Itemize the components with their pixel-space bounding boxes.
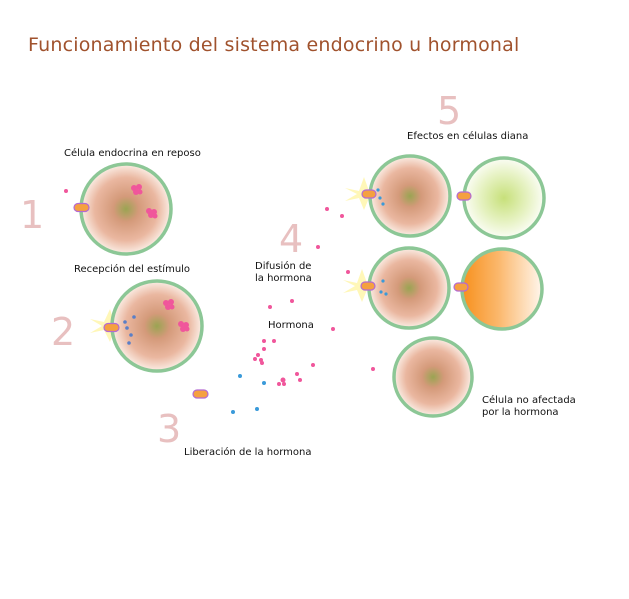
resting-endocrine-cell (64, 162, 173, 256)
receptor-icon (192, 389, 209, 399)
unaffected-label-line2: por la hormona (482, 407, 559, 418)
page-title: Funcionamiento del sistema endocrino u h… (28, 34, 520, 56)
hormone-label: Hormona (268, 320, 314, 331)
target-cell-middle (343, 246, 451, 330)
resting-cell-label: Célula endocrina en reposo (64, 148, 201, 159)
step-number-1: 1 (20, 193, 45, 237)
stimulated-endocrine-cell (90, 279, 204, 373)
release-label: Liberación de la hormona (184, 447, 312, 458)
unaffected-label-line1: Célula no afectada (482, 395, 576, 406)
step-number-2: 2 (51, 310, 76, 354)
diffusion-label-line1: Difusión de (255, 261, 312, 272)
stimulus-label: Recepción del estímulo (74, 264, 191, 275)
vesicle-cluster (131, 184, 158, 219)
receptor-icon (361, 189, 377, 199)
step-number-3: 3 (157, 407, 182, 451)
hormone-dots (253, 207, 375, 386)
effects-label: Efectos en células diana (407, 131, 529, 142)
signal-dots (123, 315, 136, 345)
hormone-release (192, 374, 266, 414)
receptor-icon (456, 191, 472, 201)
receptor-icon (103, 322, 120, 333)
receptor-icon (360, 281, 376, 291)
unaffected-cell (392, 336, 474, 418)
diffusion-label-line2: la hormona (255, 273, 312, 284)
target-cell-top (345, 154, 452, 238)
effect-cell-orange (453, 247, 544, 331)
receptor-icon (453, 282, 469, 292)
vesicle-cluster (163, 299, 190, 332)
receptor-icon (73, 202, 90, 213)
blue-signal-dots (231, 374, 266, 414)
effect-cell-green (456, 156, 546, 240)
step-number-5: 5 (437, 89, 462, 133)
step-number-4: 4 (279, 217, 304, 261)
hormone-dot (64, 189, 68, 193)
signal-dots (379, 279, 388, 296)
signal-dots (376, 188, 385, 206)
